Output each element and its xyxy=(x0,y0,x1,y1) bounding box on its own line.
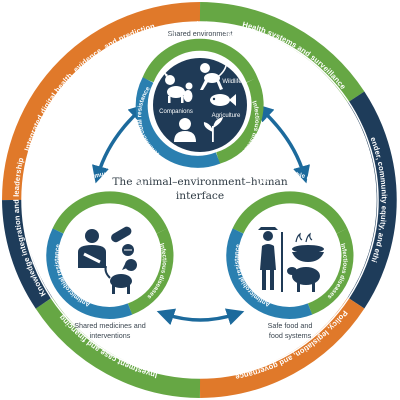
caption-safe-food-2: food systems xyxy=(269,331,312,340)
svg-text:Non-communicable diseases: Non-communicable diseases xyxy=(69,170,152,194)
outer-segment-navy-l xyxy=(2,199,53,309)
label-left-ncd: Non-communicable diseases xyxy=(69,170,152,194)
segment-top-infectious xyxy=(216,77,264,164)
label-wildlife: Wildlife xyxy=(222,79,242,85)
label-companions: Companions xyxy=(159,109,193,115)
segment-top-amr xyxy=(135,77,221,168)
circle-safe-food: Non-communicable diseases Infectious dis… xyxy=(226,171,354,340)
arrow-bottom xyxy=(156,308,245,326)
outer-segment-green-bl xyxy=(35,297,201,398)
segment-right-ncd xyxy=(232,191,348,234)
caption-shared-environment: Shared environment xyxy=(168,29,233,38)
food-bowl-icon xyxy=(292,232,324,262)
segment-right-amr xyxy=(226,228,313,319)
arrow-top-left xyxy=(91,104,147,184)
dog-icon xyxy=(104,259,137,294)
caption-safe-food-1: Safe food and xyxy=(268,321,313,330)
ring-label-knowledge: Knowledge integration and leadership xyxy=(12,156,48,298)
circle-shared-environment: Shared environment Non-communicable dise… xyxy=(135,20,264,168)
plant-icon xyxy=(203,117,223,142)
dog-cat-icon xyxy=(163,71,193,103)
outer-segment-navy-r xyxy=(347,91,397,309)
farmer-icon xyxy=(258,227,283,292)
svg-text:Knowledge integration and lead: Knowledge integration and leadership xyxy=(12,156,48,298)
outer-segment-orange-br xyxy=(199,297,365,398)
pills-icon xyxy=(111,226,134,256)
label-agriculture: Agriculture xyxy=(212,113,241,119)
outer-segment-orange-tl xyxy=(2,2,201,201)
segment-top-ncd xyxy=(142,38,258,83)
center-title-line1: The animal–environment–human xyxy=(112,176,288,188)
center-title-line2: interface xyxy=(176,190,224,202)
segment-left-amr xyxy=(46,228,133,319)
segment-left-infectious xyxy=(127,228,174,315)
segment-left-ncd xyxy=(52,191,168,234)
caption-shared-medicines-1: Shared medicines and xyxy=(74,321,146,330)
segment-right-infectious xyxy=(307,228,354,315)
outer-segment-green-tr xyxy=(199,2,365,103)
arrow-top-right xyxy=(255,104,311,184)
connecting-arrows xyxy=(91,104,311,326)
person-icon xyxy=(174,118,196,142)
sheep-icon xyxy=(287,267,320,292)
caption-shared-medicines-2: interventions xyxy=(90,331,131,340)
fish-icon xyxy=(210,94,236,106)
doctor-icon xyxy=(78,229,106,268)
circle-shared-medicines: Non-communicable diseases Infectious dis… xyxy=(46,170,174,340)
monkey-icon xyxy=(200,59,228,90)
